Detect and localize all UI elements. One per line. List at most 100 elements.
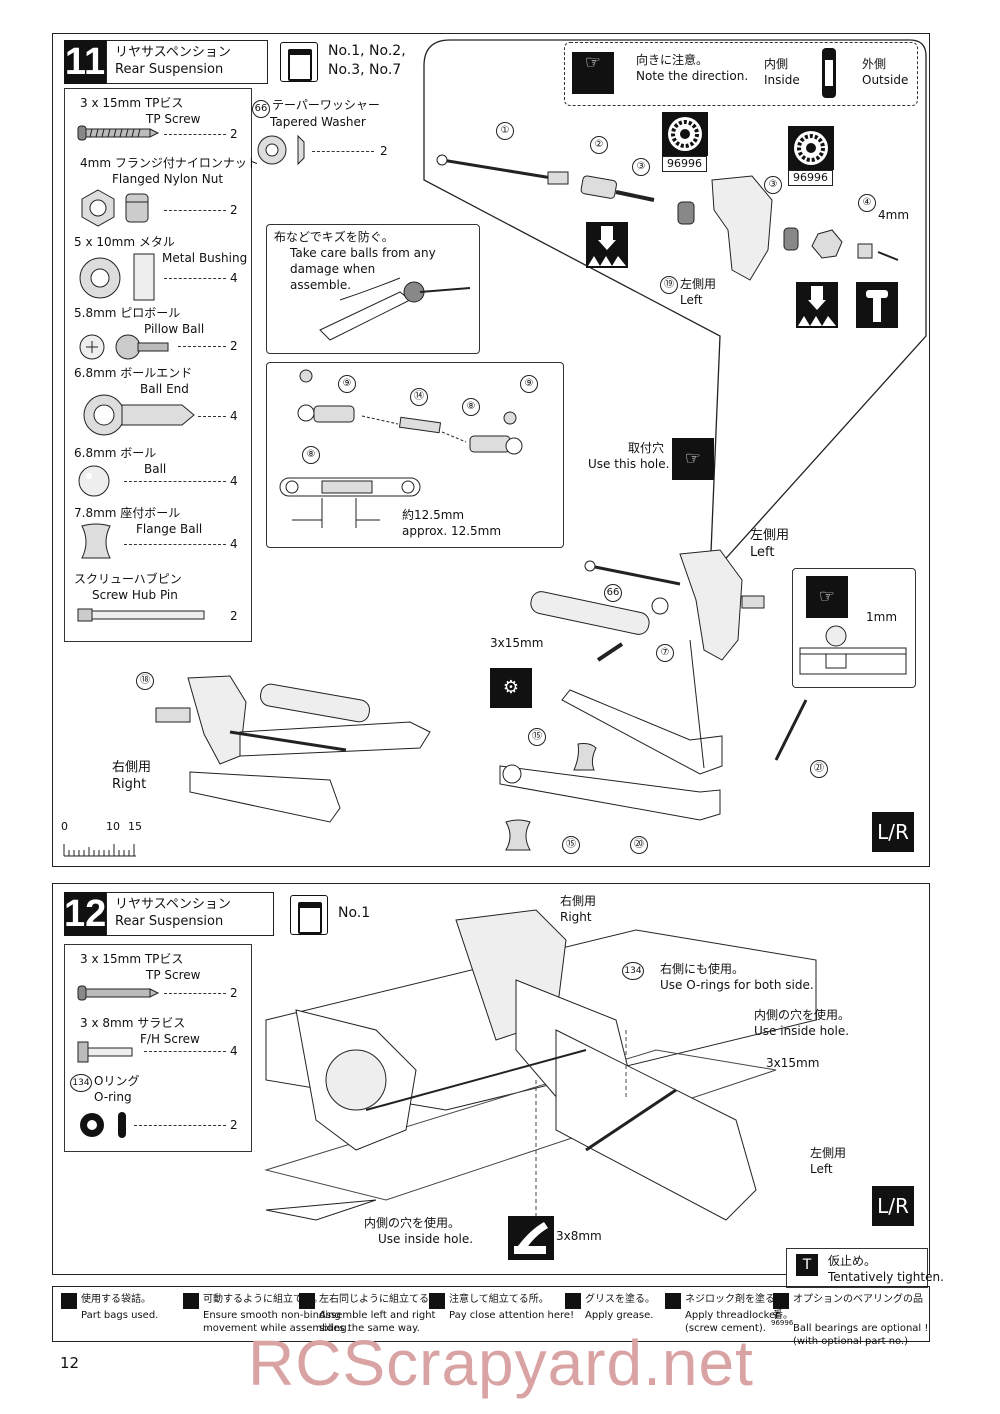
balls-note-en2: damage when	[290, 262, 376, 276]
legend-item-bearing: オプションのベアリングの品番。 Ball bearings are option…	[773, 1293, 929, 1348]
assembly-left-jp: 左側用	[750, 528, 790, 543]
p12-oring-en: O-ring	[94, 1090, 132, 1104]
left-right-icon-step12: L/R	[872, 1186, 914, 1226]
part-pillow-en: Pillow Ball	[144, 322, 205, 336]
legend-2-en1: Assemble left and right	[319, 1310, 436, 1321]
flange-ball-icon	[81, 523, 111, 559]
legend-item-lr: 左右同じように組立てる。 Assemble left and right sid…	[299, 1293, 439, 1335]
grease-icon-1	[586, 222, 628, 268]
step-11-title-en: Rear Suspension	[115, 62, 224, 77]
bearing-icon-legend	[773, 1293, 789, 1309]
part-tp-screw-qty: 2	[230, 127, 238, 141]
use-hole-jp: 取付穴	[628, 441, 665, 455]
fh-screw-icon	[77, 1041, 133, 1063]
legend-6-jp: オプションのベアリングの品番。	[773, 1294, 923, 1321]
approx-jp: 約12.5mm	[402, 508, 465, 522]
attention-icon-legend	[429, 1293, 445, 1309]
scale-zero: 0	[61, 820, 68, 833]
legend-3-en1: Pay close attention here!	[449, 1310, 575, 1321]
left-suspension-drawing	[499, 549, 808, 821]
p12-tp-jp: 3 x 15mm TPビス	[80, 952, 184, 966]
s12-right-jp: 右側用	[560, 894, 597, 908]
attention-icon: ☞	[572, 52, 614, 94]
callout-66: 66	[604, 584, 622, 602]
p12-oring-callout: 134	[70, 1074, 92, 1092]
s12-screw8: 3x8mm	[556, 1229, 602, 1243]
movement-icon	[183, 1293, 199, 1309]
step-12-title-en: Rear Suspension	[115, 914, 224, 929]
p12-fh-qty: 4	[230, 1044, 238, 1058]
legend-5-en2: (screw cement).	[685, 1323, 766, 1334]
part-ballend-en: Ball End	[140, 382, 189, 396]
upright-left-en: Left	[680, 293, 703, 307]
turnbuckle-drawing	[279, 369, 523, 528]
legend-1-en2: movement while assembling.	[203, 1323, 350, 1334]
part-flange-jp: 7.8mm 座付ボール	[74, 506, 181, 520]
s12-oring-en: Use O-rings for both side.	[660, 978, 814, 992]
legend-2-jp: 左右同じように組立てる。	[319, 1294, 439, 1305]
right-jp: 右側用	[112, 760, 152, 775]
outside-en: Outside	[862, 73, 909, 87]
bearing-icon-1	[662, 112, 708, 156]
ball-end-icon	[83, 394, 195, 436]
washer-direction-icon	[822, 48, 836, 98]
callout-15b: ⑮	[562, 836, 580, 854]
flange-ball-detail	[505, 743, 597, 851]
callout-4: ④	[858, 194, 876, 212]
approx-en: approx. 12.5mm	[402, 524, 502, 538]
legend-1-en1: Ensure smooth non-binding	[203, 1310, 341, 1321]
screw-label-3x15: 3x15mm	[490, 636, 544, 650]
s12-inside2-jp: 内側の穴を使用。	[364, 1216, 461, 1230]
step-11-title: リヤサスペンション Rear Suspension	[106, 40, 268, 84]
part-pillow-qty: 2	[230, 339, 238, 353]
metal-bushing-icon	[79, 253, 155, 301]
legend-item-movement: 可動するように組立てる。 Ensure smooth non-binding m…	[183, 1293, 350, 1335]
part-nut-en: Flanged Nylon Nut	[112, 172, 224, 186]
p12-tp-qty: 2	[230, 986, 238, 1000]
s12-left-en: Left	[810, 1162, 833, 1176]
size-4mm: 4mm	[878, 208, 910, 222]
callout-21: ㉑	[810, 760, 828, 778]
p12-tp-en: TP Screw	[146, 968, 201, 982]
step-12-number: 12	[64, 892, 107, 936]
washer-qty: 2	[380, 144, 388, 158]
legend-0-jp: 使用する袋詰。	[81, 1294, 151, 1305]
part-tp-screw-en: TP Screw	[146, 112, 201, 126]
callout-3a: ③	[632, 158, 650, 176]
step-12-title: リヤサスペンション Rear Suspension	[106, 892, 274, 936]
assembly-left-en: Left	[750, 545, 775, 560]
grease-icon-2	[796, 282, 838, 328]
scale-fifteen: 15	[128, 820, 142, 833]
legend-4-en1: Apply grease.	[585, 1310, 654, 1321]
bag-icon	[280, 42, 318, 82]
part-flange-qty: 4	[230, 537, 238, 551]
tentative-jp: 仮止め。	[828, 1254, 877, 1268]
step-11-frame	[52, 33, 930, 867]
callout-8b: ⑧	[462, 398, 480, 416]
right-en: Right	[112, 777, 147, 792]
callout-2: ②	[590, 136, 608, 154]
balls-note-jp: 布などでキズを防ぐ。	[274, 230, 394, 244]
scale-ruler	[63, 844, 136, 857]
part-bushing-jp: 5 x 10mm メタル	[74, 235, 175, 249]
legend-bar: 使用する袋詰。 Part bags used. 可動するように組立てる。 Ens…	[52, 1286, 930, 1347]
s12-inside-en: Use inside hole.	[754, 1024, 850, 1038]
part-nut-qty: 2	[230, 203, 238, 217]
part-nut-jp: 4mm フランジ付ナイロンナット	[80, 156, 259, 170]
part-ball-qty: 4	[230, 474, 238, 488]
direction-note-en: Note the direction.	[636, 69, 749, 83]
balls-note-en3: assemble.	[290, 278, 352, 292]
legend-0-en1: Part bags used.	[81, 1310, 159, 1321]
callout-20: ⑳	[630, 836, 648, 854]
callout-9b: ⑨	[520, 375, 538, 393]
s12-left-jp: 左側用	[810, 1146, 847, 1160]
threadlock-icon	[856, 282, 898, 328]
callout-8a: ⑧	[302, 446, 320, 464]
inside-en: Inside	[764, 73, 800, 87]
scale-ten: 10	[106, 820, 120, 833]
s12-right-en: Right	[560, 910, 592, 924]
s12-inside-jp: 内側の穴を使用。	[754, 1008, 851, 1022]
callout-1: ①	[496, 122, 514, 140]
step-12-bags: No.1	[338, 905, 371, 921]
washer-callout: 66	[252, 100, 270, 118]
